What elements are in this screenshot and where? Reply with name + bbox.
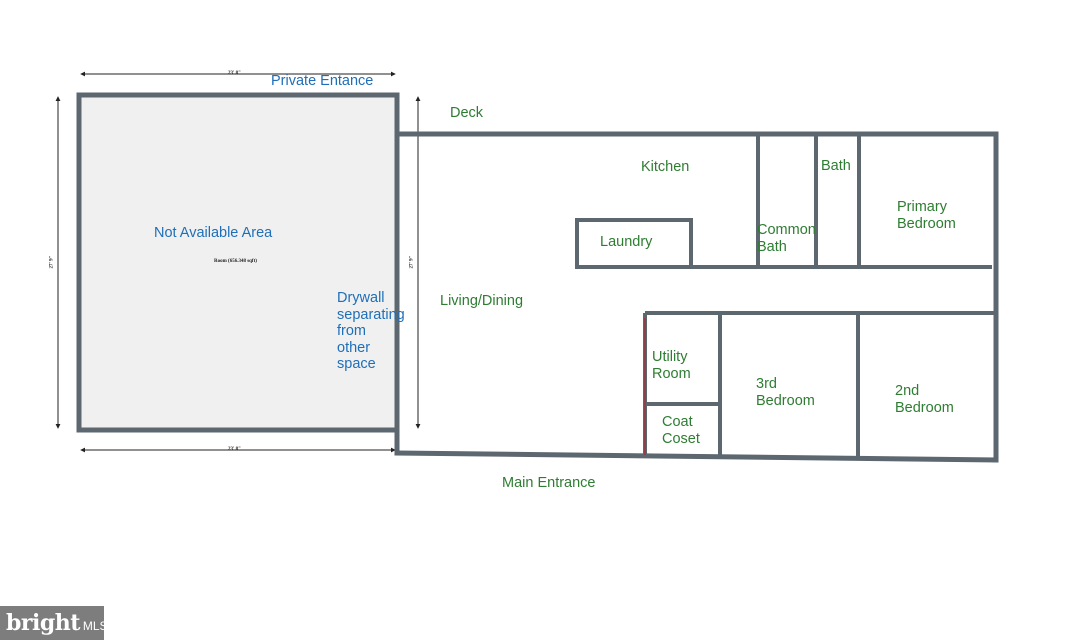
common-bath-label: Common Bath bbox=[757, 222, 816, 255]
room-area-label: Room (656.348 sqft) bbox=[214, 259, 257, 264]
second-bedroom-label: 2nd Bedroom bbox=[895, 383, 954, 416]
outer-walls bbox=[394, 131, 999, 463]
main-entrance-label: Main Entrance bbox=[502, 475, 596, 491]
utility-room-label: Utility Room bbox=[652, 349, 691, 382]
living-dining-label: Living/Dining bbox=[440, 293, 524, 309]
dimension-top-label: 23' 8" bbox=[228, 71, 241, 76]
unavailable-area bbox=[76, 92, 400, 433]
dimension-bottom-label: 23' 8" bbox=[228, 447, 241, 452]
not-available-area-label: Not Available Area bbox=[154, 225, 273, 241]
bath-label: Bath bbox=[821, 158, 851, 174]
bright-mls-logo: bright MLS bbox=[0, 606, 108, 640]
logo-brand: bright bbox=[6, 610, 80, 636]
coat-closet-label: Coat Coset bbox=[662, 414, 700, 447]
dimension-left-label: 27' 9" bbox=[49, 255, 55, 269]
deck-label: Deck bbox=[450, 105, 484, 121]
dimension-right-label: 27' 9" bbox=[409, 255, 415, 269]
private-entrance-label: Private Entance bbox=[271, 73, 374, 89]
laundry-label: Laundry bbox=[600, 234, 653, 250]
third-bedroom-label: 3rd Bedroom bbox=[756, 376, 815, 409]
kitchen-label: Kitchen bbox=[641, 159, 690, 175]
drywall-note: Drywall separating from other space bbox=[337, 290, 405, 372]
primary-bedroom-label: Primary Bedroom bbox=[897, 199, 956, 232]
logo-suffix: MLS bbox=[82, 619, 108, 633]
interior-walls bbox=[575, 134, 996, 459]
